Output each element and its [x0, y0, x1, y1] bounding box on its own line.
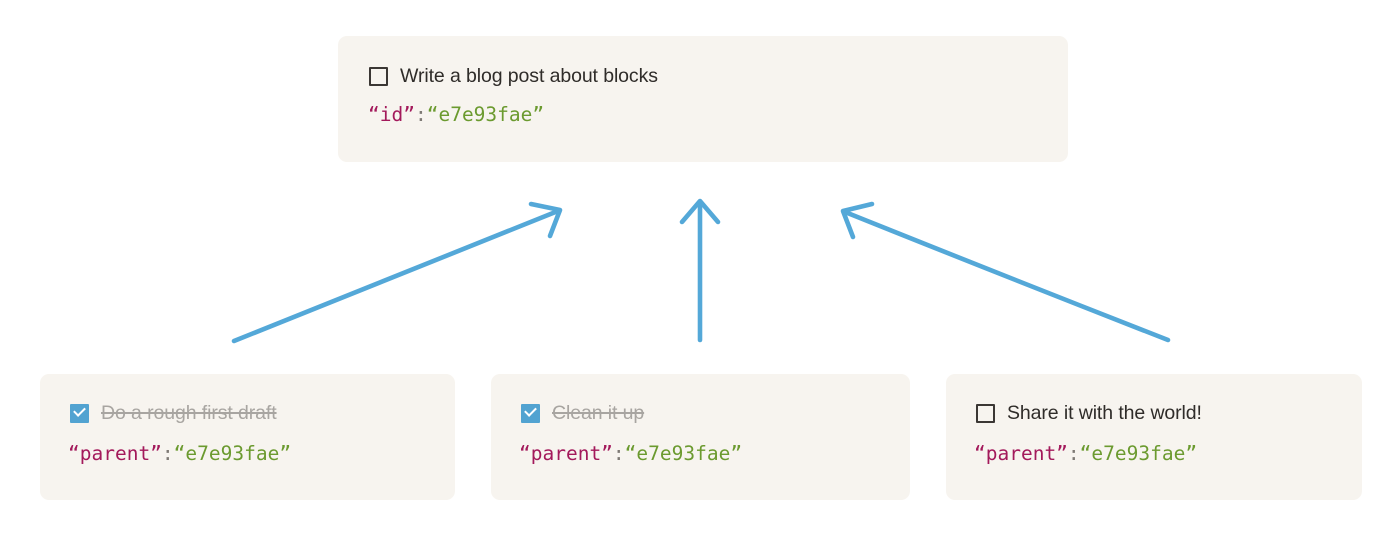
- parent-task-row[interactable]: Write a blog post about blocks: [369, 64, 658, 88]
- child-task-label: Do a rough first draft: [101, 402, 277, 424]
- child-task-card[interactable]: Share it with the world! “parent”:“e7e93…: [946, 374, 1362, 500]
- child-task-label: Share it with the world!: [1007, 402, 1202, 424]
- child-json-line: “parent”:“e7e93fae”: [68, 442, 291, 466]
- child-json-colon: :: [612, 442, 625, 465]
- child-json-colon: :: [161, 442, 174, 465]
- child-json-key: “parent”: [974, 442, 1068, 465]
- arrow-child-2-to-parent: [840, 201, 1171, 343]
- child-task-card[interactable]: Do a rough first draft “parent”:“e7e93fa…: [40, 374, 455, 500]
- parent-json-colon: :: [414, 103, 427, 126]
- child-json-key: “parent”: [519, 442, 613, 465]
- checkbox-empty-icon[interactable]: [976, 403, 995, 423]
- checkbox-checked-icon[interactable]: [70, 403, 89, 423]
- parent-json-key: “id”: [368, 103, 415, 126]
- child-json-line: “parent”:“e7e93fae”: [974, 442, 1197, 466]
- child-json-key: “parent”: [68, 442, 162, 465]
- child-task-row[interactable]: Share it with the world!: [976, 401, 1202, 425]
- child-task-row[interactable]: Do a rough first draft: [70, 401, 277, 425]
- arrow-child-1-to-parent: [679, 198, 721, 343]
- parent-json-line: “id”:“e7e93fae”: [368, 103, 544, 127]
- parent-task-card[interactable]: Write a blog post about blocks “id”:“e7e…: [338, 36, 1068, 162]
- parent-task-label: Write a blog post about blocks: [400, 65, 658, 87]
- child-json-value: “e7e93fae”: [624, 442, 743, 465]
- parent-json-value: “e7e93fae”: [426, 103, 545, 126]
- checkbox-empty-icon[interactable]: [369, 66, 388, 86]
- child-task-card[interactable]: Clean it up “parent”:“e7e93fae”: [491, 374, 910, 500]
- arrow-child-0-to-parent: [231, 201, 563, 344]
- child-json-colon: :: [1067, 442, 1080, 465]
- child-task-label: Clean it up: [552, 402, 645, 424]
- child-task-row[interactable]: Clean it up: [521, 401, 644, 425]
- child-json-line: “parent”:“e7e93fae”: [519, 442, 742, 466]
- child-json-value: “e7e93fae”: [1079, 442, 1198, 465]
- checkbox-checked-icon[interactable]: [521, 403, 540, 423]
- child-json-value: “e7e93fae”: [173, 442, 292, 465]
